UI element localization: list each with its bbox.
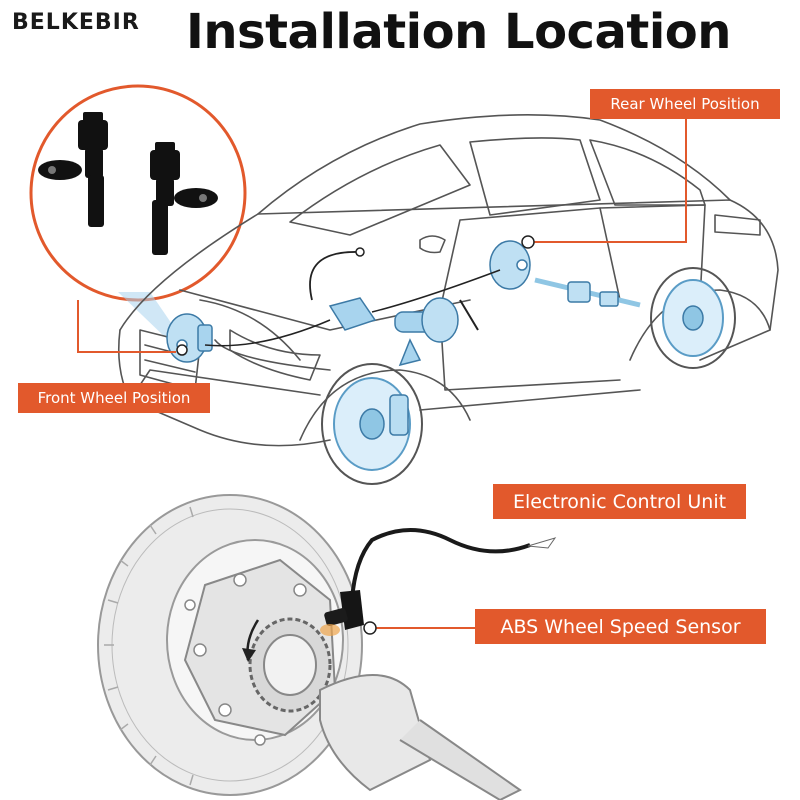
electronic-control-unit-label: Electronic Control Unit xyxy=(493,484,746,519)
brand-logo: BELKEBIR xyxy=(12,10,140,35)
callout-lines xyxy=(77,119,687,629)
rear-wheel xyxy=(650,267,736,369)
page-title: Installation Location xyxy=(186,4,731,60)
front-wheel xyxy=(321,363,423,485)
abs-callout-dot xyxy=(363,621,377,635)
front-wheel-position-label: Front Wheel Position xyxy=(18,383,210,413)
rear-callout-dot xyxy=(521,235,535,249)
brake-rotor-illustration xyxy=(97,494,557,800)
brake-system-components xyxy=(166,240,641,367)
abs-sensor-photo xyxy=(29,84,247,340)
abs-wheel-speed-sensor-label: ABS Wheel Speed Sensor xyxy=(475,609,766,644)
front-callout-dot xyxy=(176,344,188,356)
rear-wheel-position-label: Rear Wheel Position xyxy=(590,89,780,119)
